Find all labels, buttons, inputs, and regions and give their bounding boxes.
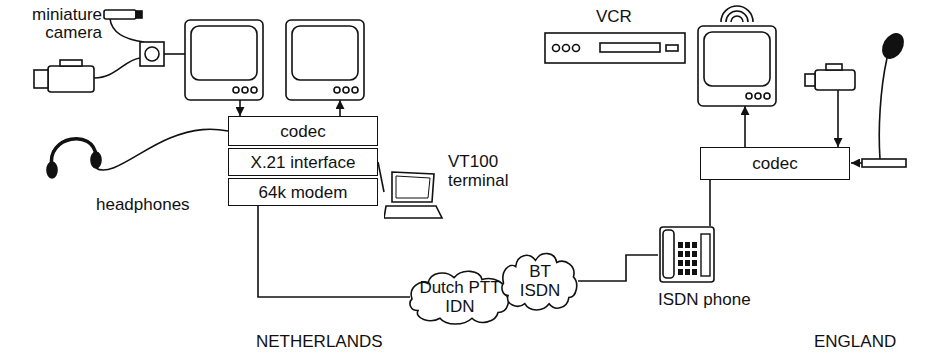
network-cloud: Dutch PTT IDN	[410, 268, 510, 326]
headphones-icon	[47, 129, 228, 178]
node-label: codec	[752, 154, 797, 173]
phone-node: ISDN phone	[658, 226, 758, 311]
video-arrow	[837, 90, 839, 147]
connector-line	[378, 162, 384, 192]
video-arrow	[239, 100, 241, 116]
monitor	[286, 20, 364, 100]
phone-icon	[658, 226, 716, 284]
node-label: 64k modem	[259, 183, 348, 202]
node-label: ISDN phone	[658, 290, 751, 309]
connector-line	[709, 180, 711, 226]
process-box: X.21 interface	[228, 148, 378, 176]
part-label: VCR	[596, 8, 632, 26]
network-cloud: BT ISDN	[502, 250, 578, 312]
part-label: miniature camera	[4, 6, 102, 42]
process-box: codec	[700, 147, 850, 180]
audio-arrow	[851, 162, 862, 164]
process-box: 64k modem	[228, 178, 378, 206]
process-box: codec	[228, 116, 378, 146]
video-camera	[805, 64, 855, 90]
node-label: BT ISDN	[514, 262, 566, 300]
node-label: X.21 interface	[251, 153, 356, 172]
connector-line	[258, 206, 410, 297]
monitor	[185, 20, 263, 100]
connector-line	[578, 255, 658, 281]
node-label: codec	[280, 122, 325, 141]
miniature-camera	[104, 10, 144, 42]
microphone	[862, 30, 907, 167]
video-arrow	[744, 106, 746, 147]
part-label: headphones	[96, 196, 190, 214]
camera-mixer	[140, 42, 185, 66]
part-label: ENGLAND	[814, 333, 896, 351]
terminal-node: VT100 terminal	[384, 150, 524, 220]
monitor	[698, 6, 776, 106]
video-camera	[34, 58, 140, 92]
laptop-icon	[384, 170, 444, 220]
video-arrow	[339, 100, 341, 116]
vcr	[545, 33, 685, 63]
node-label: Dutch PTT IDN	[417, 278, 503, 316]
part-label: NETHERLANDS	[256, 333, 383, 351]
node-label: VT100 terminal	[448, 152, 520, 190]
